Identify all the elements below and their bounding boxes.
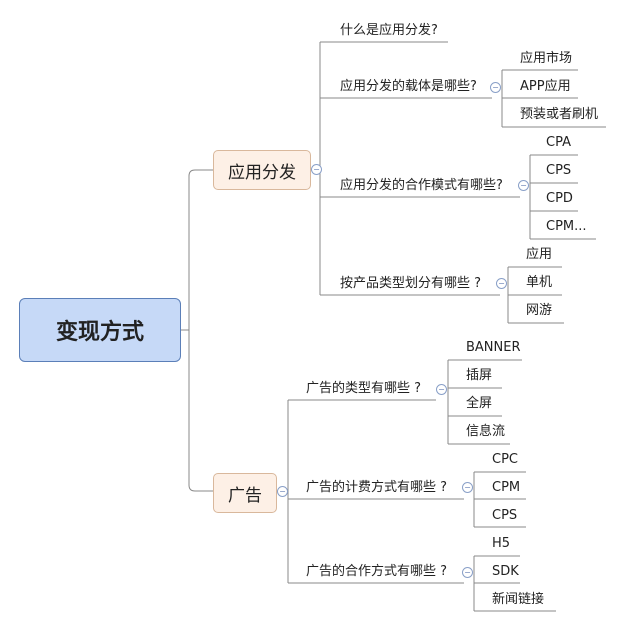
subtopic[interactable]: 按产品类型划分有哪些 ? bbox=[340, 276, 482, 291]
subtopic[interactable]: 广告的合作方式有哪些 ? bbox=[306, 564, 448, 579]
leaf-topic[interactable]: CPS bbox=[546, 163, 572, 178]
collapse-toggle-icon[interactable]: − bbox=[496, 278, 507, 289]
leaf-topic[interactable]: APP应用 bbox=[520, 79, 571, 94]
subtopic[interactable]: 广告的类型有哪些 ? bbox=[306, 381, 422, 396]
branch-app-distribution[interactable]: 应用分发 bbox=[213, 150, 311, 190]
collapse-toggle-icon[interactable]: − bbox=[518, 180, 529, 191]
leaf-topic[interactable]: 应用 bbox=[526, 247, 553, 262]
leaf-topic[interactable]: 应用市场 bbox=[520, 51, 573, 66]
leaf-topic[interactable]: 插屏 bbox=[466, 368, 493, 383]
leaf-topic[interactable]: CPD bbox=[546, 191, 573, 206]
leaf-topic[interactable]: CPM bbox=[492, 480, 521, 495]
collapse-toggle-icon[interactable]: − bbox=[277, 486, 288, 497]
leaf-topic[interactable]: 单机 bbox=[526, 275, 553, 290]
leaf-topic[interactable]: CPS bbox=[492, 508, 518, 523]
collapse-toggle-icon[interactable]: − bbox=[490, 82, 501, 93]
leaf-topic[interactable]: CPC bbox=[492, 452, 518, 467]
root-topic[interactable]: 变现方式 bbox=[19, 298, 181, 362]
leaf-topic[interactable]: 新闻链接 bbox=[492, 592, 545, 607]
collapse-toggle-icon[interactable]: − bbox=[311, 164, 322, 175]
leaf-topic[interactable]: BANNER bbox=[466, 340, 521, 355]
leaf-topic[interactable]: 信息流 bbox=[466, 424, 506, 439]
leaf-topic[interactable]: 预装或者刷机 bbox=[520, 107, 599, 122]
subtopic[interactable]: 应用分发的合作模式有哪些? bbox=[340, 178, 503, 193]
leaf-topic[interactable]: 网游 bbox=[526, 303, 553, 318]
branch-advertising[interactable]: 广告 bbox=[213, 473, 277, 513]
leaf-topic[interactable]: SDK bbox=[492, 564, 519, 579]
subtopic[interactable]: 应用分发的载体是哪些? bbox=[340, 79, 477, 94]
leaf-topic[interactable]: 全屏 bbox=[466, 396, 493, 411]
leaf-topic[interactable]: CPM... bbox=[546, 219, 587, 234]
collapse-toggle-icon[interactable]: − bbox=[462, 482, 473, 493]
subtopic[interactable]: 广告的计费方式有哪些 ? bbox=[306, 480, 448, 495]
collapse-toggle-icon[interactable]: − bbox=[436, 384, 447, 395]
collapse-toggle-icon[interactable]: − bbox=[462, 567, 473, 578]
leaf-topic[interactable]: CPA bbox=[546, 135, 571, 150]
subtopic[interactable]: 什么是应用分发? bbox=[340, 23, 438, 38]
leaf-topic[interactable]: H5 bbox=[492, 536, 511, 551]
